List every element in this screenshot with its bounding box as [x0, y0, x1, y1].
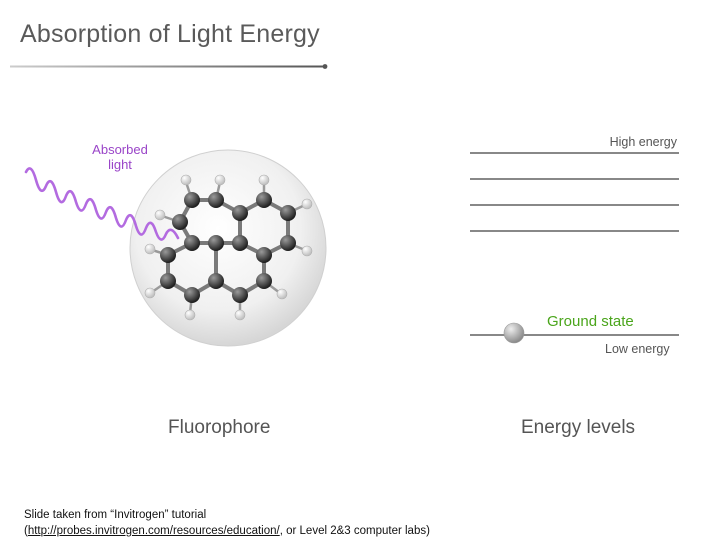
- footer-open-paren: (: [24, 525, 28, 537]
- absorbed-light-wave: [24, 167, 180, 241]
- ground-state-label: Ground state: [547, 313, 634, 330]
- footer-line2-rest: , or Level 2&3 computer labs): [279, 525, 430, 537]
- pyrene-molecule: [144, 174, 313, 321]
- invitrogen-link[interactable]: http://probes.invitrogen.com/resources/e…: [27, 525, 280, 537]
- carbon-atoms: [160, 192, 296, 303]
- absorbed-light-label-line1: Absorbed: [92, 142, 148, 157]
- footer-line1: Slide taken from “Invitrogen” tutorial: [24, 509, 207, 521]
- slide-title: Absorption of Light Energy: [20, 20, 320, 48]
- absorbed-light-label-line2: light: [108, 157, 132, 172]
- low-energy-label: Low energy: [605, 342, 670, 356]
- source-footer: Slide taken from “Invitrogen” tutorial (…: [24, 507, 430, 539]
- energy-levels-caption: Energy levels: [521, 417, 636, 438]
- title-underline: [10, 64, 328, 69]
- ground-state-electron: [503, 322, 525, 344]
- energy-levels: [470, 152, 679, 336]
- footer-line2: (http://probes.invitrogen.com/resources/…: [24, 523, 430, 539]
- fluorophore-caption: Fluorophore: [168, 417, 271, 438]
- absorbed-light-label: Absorbed light: [88, 142, 152, 172]
- fluorophore-sphere: [129, 149, 327, 347]
- hydrogen-atoms: [144, 174, 313, 321]
- high-energy-label: High energy: [609, 135, 677, 149]
